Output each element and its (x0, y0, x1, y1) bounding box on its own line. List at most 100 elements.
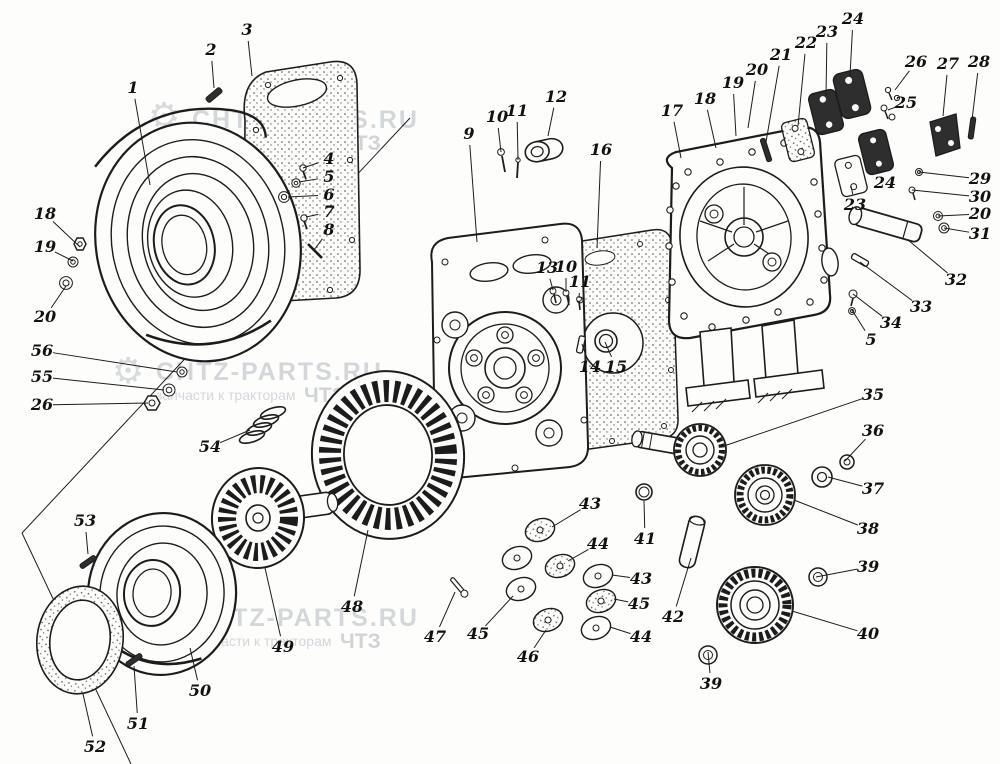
pin-42 (678, 515, 706, 569)
washers-56-55-26 (143, 366, 188, 411)
leader-line (469, 144, 478, 243)
part-number-label: 4 (323, 149, 334, 168)
part-number-label: 23 (843, 195, 866, 214)
part-number-label: 31 (969, 224, 991, 243)
leader-line (844, 438, 866, 462)
leader-line (313, 238, 323, 251)
part-number-label: 1 (127, 78, 138, 97)
cover-23-lower (834, 154, 868, 198)
part-17-main-housing (665, 126, 839, 413)
leader-line (609, 626, 631, 635)
part-number-label: 12 (545, 87, 567, 106)
part-number-label: 39 (700, 674, 722, 693)
leader-line (918, 171, 970, 179)
leader-line (887, 106, 896, 111)
part-40-idler-gear (716, 566, 794, 644)
part-number-label: 36 (862, 421, 884, 440)
part-number-label: 37 (862, 479, 884, 498)
gasket-22 (780, 117, 816, 163)
leader-line (859, 261, 913, 301)
leader-line (82, 693, 94, 737)
bolt-47 (450, 577, 469, 598)
part-number-label: 11 (506, 101, 528, 120)
seal-disc-cluster (501, 517, 617, 641)
watermark-tagline: запчасти к тракторам (156, 387, 296, 403)
part-number-label: 21 (769, 45, 792, 64)
leader-line (827, 476, 863, 487)
part-32-shaft (848, 206, 923, 243)
stud-14-ring-15 (575, 329, 618, 354)
leader-line (907, 239, 948, 274)
leader-line (596, 160, 602, 249)
part-number-label: 9 (463, 124, 474, 143)
part-number-label: 2 (204, 40, 216, 59)
leader-line (353, 529, 369, 597)
leader-line (134, 98, 151, 186)
leader-line (706, 109, 717, 149)
leader-line (942, 74, 948, 117)
watermark-brand: CHTZ-PARTS.RU (156, 358, 383, 386)
part-number-label: 20 (968, 204, 991, 223)
part-number-label: 27 (936, 54, 959, 73)
pin-28 (967, 116, 977, 140)
part-number-label: 44 (587, 534, 609, 553)
leader-line (849, 29, 853, 77)
leader-line (549, 278, 554, 291)
watermark-tagline: запчасти к тракторам (192, 633, 332, 649)
leader-line (54, 251, 74, 262)
leader-line (747, 80, 756, 129)
leader-line (533, 629, 547, 649)
part-number-label: 20 (33, 307, 56, 326)
part-number-label: 50 (189, 681, 211, 700)
part-1-fan-shroud (94, 107, 302, 363)
leader-line (439, 591, 456, 628)
part-38-gear (734, 464, 796, 526)
part-number-label: 23 (815, 22, 838, 41)
part-number-label: 53 (74, 511, 96, 530)
part-number-label: 17 (661, 101, 683, 120)
leader-line (911, 189, 970, 197)
leader-line (613, 598, 629, 603)
leader-line (485, 595, 514, 627)
leader-line (971, 72, 979, 121)
part-number-label: 55 (31, 367, 53, 386)
leader-line (815, 568, 858, 578)
part-number-label: 19 (34, 237, 56, 256)
part-number-label: 10 (486, 107, 508, 126)
leader-line (298, 178, 319, 183)
leader-line (707, 651, 711, 674)
part-number-label: 24 (873, 173, 896, 192)
leader-line (52, 402, 149, 406)
part-number-label: 26 (904, 52, 927, 71)
pin-53 (79, 555, 97, 569)
leader-line (604, 341, 613, 358)
part-number-label: 6 (323, 185, 334, 204)
part-number-label: 48 (341, 597, 363, 616)
watermark-logo: ЧТЗ (340, 630, 381, 653)
leader-line (302, 162, 319, 169)
leader-line (673, 121, 682, 159)
fasteners-10-11-12-top (497, 137, 564, 179)
bracket-27 (929, 113, 961, 157)
part-number-label: 32 (945, 270, 967, 289)
part-number-label: 28 (967, 52, 990, 71)
part-number-label: 54 (199, 437, 221, 456)
part-48-diffuser-ring (310, 370, 466, 540)
leader-line (791, 610, 858, 632)
leader-line (852, 293, 883, 317)
leader-line (675, 557, 692, 607)
leader-line (851, 309, 866, 331)
part-52-ring-gasket (35, 585, 125, 695)
leader-line (733, 93, 737, 137)
part-number-label: 33 (910, 297, 932, 316)
part-number-label: 16 (590, 140, 612, 159)
part-number-label: 14 (579, 357, 601, 376)
part-number-label: 22 (794, 33, 817, 52)
leader-line (211, 60, 215, 89)
part-number-label: 49 (272, 637, 294, 656)
leader-line (497, 127, 502, 153)
part-number-label: 45 (628, 594, 650, 613)
leader-line (516, 121, 519, 161)
